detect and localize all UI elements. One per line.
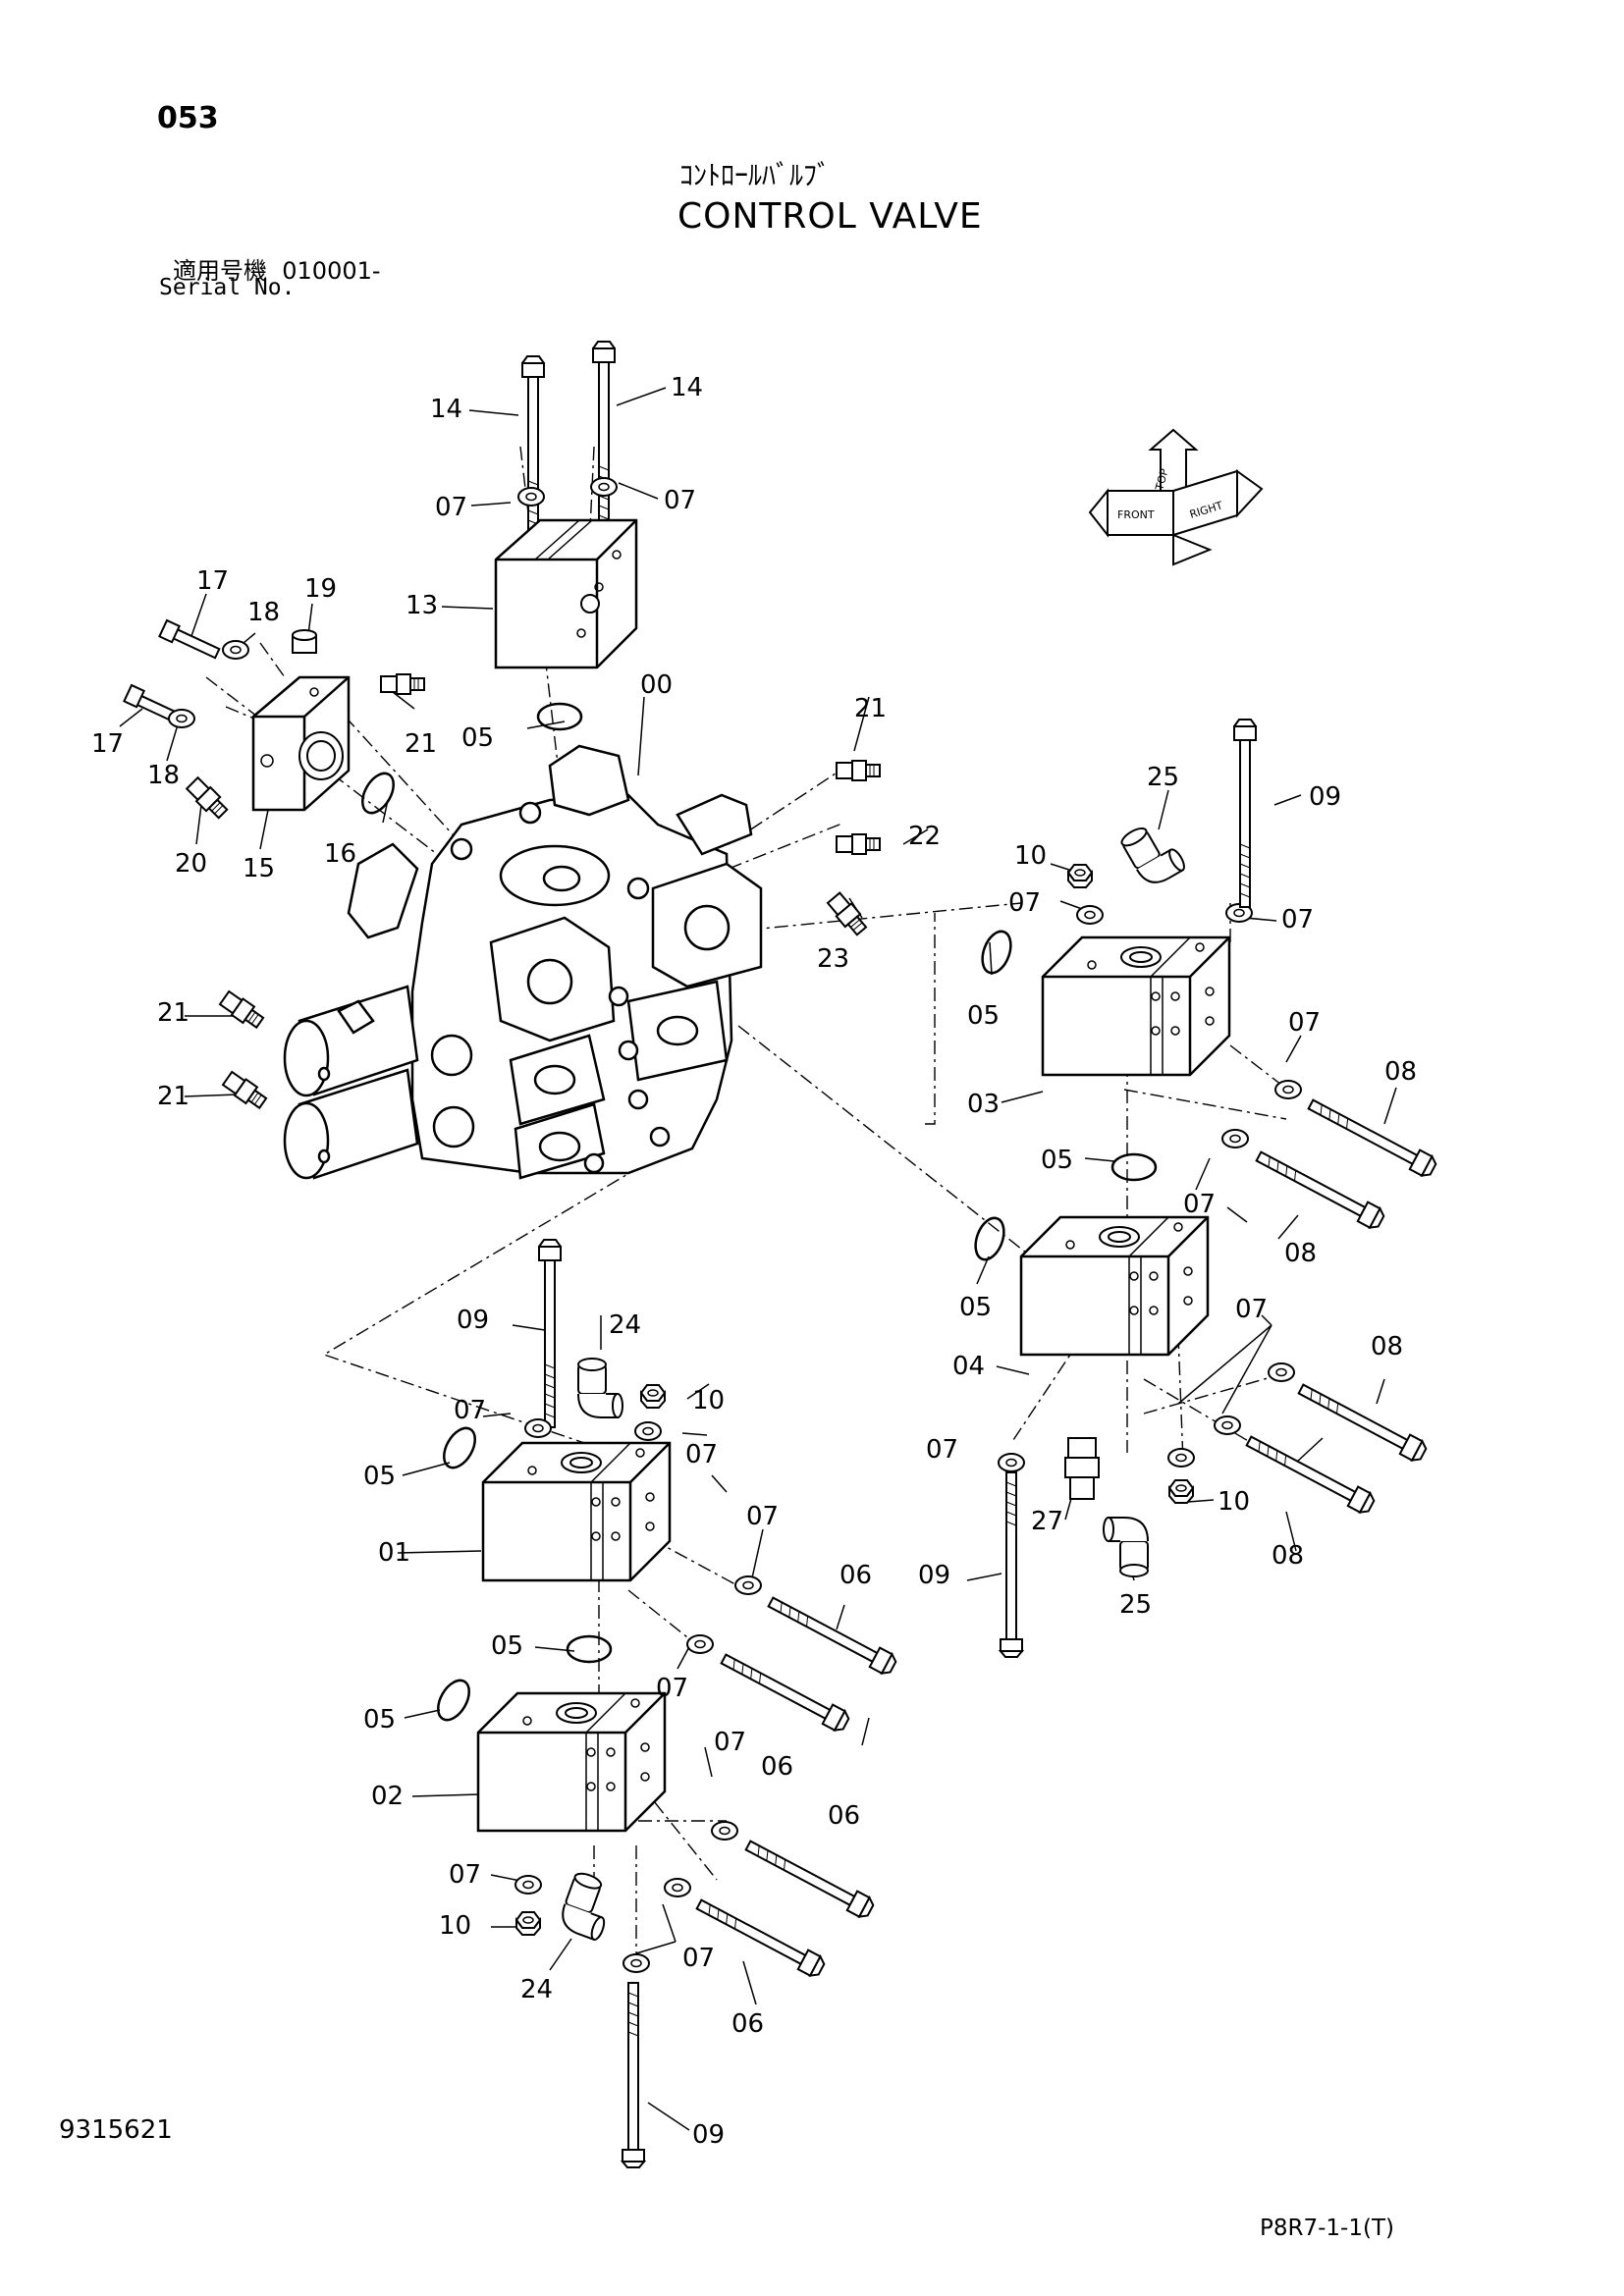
callout-09: 09	[918, 1561, 950, 1590]
callout-03: 03	[967, 1090, 1000, 1119]
callout-22: 22	[908, 822, 941, 851]
callout-06: 06	[761, 1752, 793, 1782]
part-04-section	[1019, 1215, 1210, 1357]
screws-17	[123, 618, 221, 726]
callout-27: 27	[1031, 1507, 1063, 1536]
callout-05: 05	[491, 1631, 523, 1661]
drawing-code: P8R7-1-1(T)	[1260, 2216, 1394, 2241]
callout-10: 10	[692, 1386, 725, 1415]
callout-07: 07	[656, 1674, 688, 1703]
callout-07: 07	[714, 1728, 746, 1757]
callout-20: 20	[175, 849, 207, 879]
part-19-plug	[292, 629, 317, 654]
callout-21: 21	[405, 729, 437, 759]
callout-07: 07	[664, 486, 696, 515]
callout-13: 13	[406, 591, 438, 620]
callout-08: 08	[1371, 1332, 1403, 1362]
page-number: 053	[157, 101, 219, 135]
callout-07: 07	[1288, 1008, 1321, 1038]
callout-17: 17	[91, 729, 124, 759]
serial-range: 010001-	[282, 257, 381, 285]
callout-07: 07	[685, 1440, 718, 1469]
callout-09: 09	[692, 2120, 725, 2150]
callout-07: 07	[682, 1944, 715, 1973]
callout-10: 10	[1218, 1487, 1250, 1517]
callout-labels: 14 14 07 07 13 17 18 19 17 18 21 00 21 0…	[91, 373, 1417, 2150]
title-japanese: ｺﾝﾄﾛｰﾙﾊﾞﾙﾌﾞ	[679, 159, 832, 191]
callout-14: 14	[671, 373, 703, 402]
callout-07: 07	[454, 1396, 486, 1425]
callout-08: 08	[1384, 1057, 1417, 1087]
callout-06: 06	[839, 1561, 872, 1590]
callout-07: 07	[435, 493, 467, 522]
callout-10: 10	[1014, 841, 1047, 871]
callout-21: 21	[157, 998, 189, 1028]
part-15-flange	[251, 675, 351, 812]
part-00-valve-body	[283, 744, 763, 1180]
document-number: 9315621	[59, 2115, 173, 2145]
orientation-top-label: TOP	[1153, 467, 1171, 493]
part-02-section	[476, 1691, 667, 1833]
callout-23: 23	[817, 944, 849, 974]
callout-16: 16	[324, 839, 356, 869]
serial-applicability: 適用号機 010001-	[173, 251, 381, 286]
callout-18: 18	[247, 598, 280, 627]
callout-07: 07	[1008, 888, 1041, 918]
callout-07: 07	[1281, 905, 1314, 934]
orientation-glyph: TOP FRONT RIGHT	[1088, 428, 1264, 566]
callout-08: 08	[1284, 1239, 1317, 1268]
callout-07: 07	[746, 1502, 779, 1531]
title-english: CONTROL VALVE	[677, 196, 983, 237]
callout-02: 02	[371, 1782, 404, 1811]
callout-06: 06	[731, 2009, 764, 2039]
callout-15: 15	[243, 854, 275, 883]
callout-05: 05	[363, 1462, 396, 1491]
callout-10: 10	[439, 1911, 471, 1941]
callout-06: 06	[828, 1801, 860, 1831]
callout-24: 24	[520, 1975, 553, 2004]
callout-01: 01	[378, 1538, 410, 1568]
part-03-section	[1041, 935, 1231, 1077]
part-13-block	[494, 518, 638, 669]
callout-17: 17	[196, 566, 229, 596]
callout-00: 00	[640, 670, 673, 700]
callout-05: 05	[363, 1705, 396, 1735]
callout-14: 14	[430, 395, 462, 424]
callout-21: 21	[157, 1082, 189, 1111]
callout-07: 07	[1235, 1295, 1268, 1324]
part-27-connector	[1064, 1437, 1100, 1500]
callout-21: 21	[854, 694, 887, 723]
callout-19: 19	[304, 574, 337, 604]
callout-07: 07	[926, 1435, 958, 1465]
callout-25: 25	[1147, 763, 1179, 792]
callout-09: 09	[1309, 782, 1341, 812]
callout-09: 09	[457, 1306, 489, 1335]
callout-05: 05	[1041, 1146, 1073, 1175]
callout-18: 18	[147, 761, 180, 790]
callout-07: 07	[449, 1860, 481, 1890]
callout-24: 24	[609, 1310, 641, 1340]
callout-25: 25	[1119, 1590, 1152, 1620]
part-01-section	[481, 1441, 672, 1582]
serial-label-en: Serial No.	[159, 275, 296, 300]
callout-05: 05	[461, 723, 494, 753]
orientation-front-label: FRONT	[1117, 508, 1155, 521]
callout-05: 05	[959, 1293, 992, 1322]
callout-05: 05	[967, 1001, 1000, 1031]
callout-07: 07	[1183, 1190, 1216, 1219]
callout-08: 08	[1272, 1541, 1304, 1571]
callout-04: 04	[952, 1352, 985, 1381]
serial-label-jp: 適用号機	[173, 257, 267, 285]
